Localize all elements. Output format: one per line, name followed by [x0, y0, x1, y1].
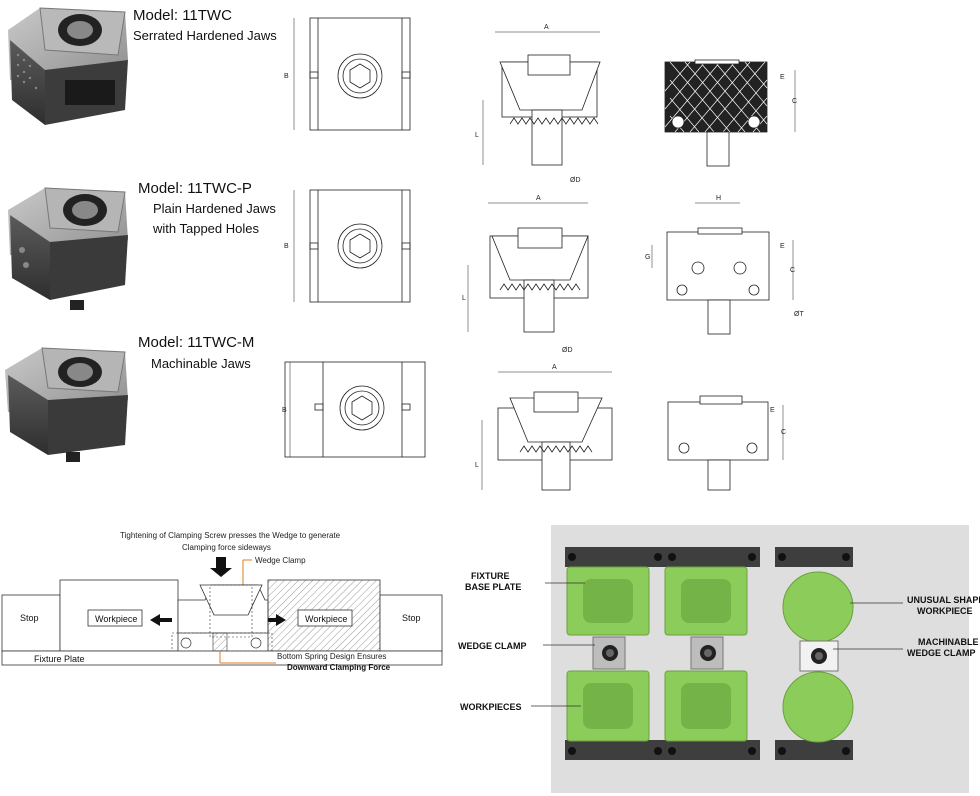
dim-a-1: A	[544, 24, 549, 31]
product-photos	[5, 7, 128, 462]
model-title-1: Model: 11TWC	[133, 7, 232, 24]
dim-b-1: B	[284, 73, 289, 80]
dim-e-1: E	[780, 74, 785, 81]
dim-t-2: ØT	[794, 311, 804, 318]
dim-l-2: L	[462, 295, 466, 302]
side-view-11twc-m: C E	[667, 395, 786, 491]
stop-right-label: Stop	[402, 613, 421, 623]
top-view-11twc: B	[284, 17, 411, 131]
stop-right	[379, 594, 443, 652]
front-view-11twc-m: A L ØD	[475, 364, 613, 491]
clamp-photo-11twc-p	[8, 187, 128, 310]
dim-l-1: L	[475, 132, 479, 139]
unusual-workpiece-2	[782, 671, 854, 743]
dim-a-3: A	[552, 364, 557, 371]
fixture-photo: FIXTURE BASE PLATE WEDGE CLAMP WORKPIECE…	[458, 525, 980, 793]
fixture-label-1: FIXTURE	[471, 571, 510, 581]
side-view-11twc-p: H G C E ØT	[645, 195, 804, 335]
model-desc-2a: Plain Hardened Jaws	[153, 201, 276, 216]
left-arrow-icon	[150, 614, 160, 626]
wedge-clamp-photo-label: WEDGE CLAMP	[458, 641, 527, 651]
dim-c-1: C	[792, 98, 797, 105]
stop-left-label: Stop	[20, 613, 39, 623]
unusual-label-2: WORKPIECE	[917, 606, 973, 616]
top-view-11twc-m: B	[282, 361, 426, 458]
dim-e-2: E	[780, 243, 785, 250]
spring-note-1: Bottom Spring Design Ensures	[277, 652, 387, 661]
wedge-clamp-label: Wedge Clamp	[255, 556, 306, 565]
machinable-label-1: MACHINABLE	[918, 637, 979, 647]
dim-c-2: C	[790, 267, 795, 274]
top-view-11twc-p: B	[284, 189, 411, 303]
workpiece-right-label: Workpiece	[305, 614, 347, 624]
dim-d-2: ØD	[562, 347, 573, 354]
diagram-caption-1: Tightening of Clamping Screw presses the…	[120, 531, 341, 540]
dim-b-3: B	[282, 407, 287, 414]
dim-l-3: L	[475, 462, 479, 469]
model-desc-2b: with Tapped Holes	[153, 221, 259, 236]
dim-h-2: H	[716, 195, 721, 202]
dim-d-1: ØD	[570, 177, 581, 184]
down-arrow-icon	[210, 557, 232, 577]
clamping-diagram: Tightening of Clamping Screw presses the…	[1, 531, 443, 666]
workpiece-left-label: Workpiece	[95, 614, 137, 624]
fixture-plate-label: Fixture Plate	[34, 654, 85, 664]
dim-e-3: E	[770, 407, 775, 414]
spring-note-2: Downward Clamping Force	[287, 663, 391, 672]
clamp-photo-11twc-m	[5, 347, 128, 462]
machinable-label-2: WEDGE CLAMP	[907, 648, 976, 658]
unusual-label-1: UNUSUAL SHAPE	[907, 595, 980, 605]
front-view-11twc: A L ØD	[475, 24, 601, 184]
dim-g-2: G	[645, 254, 650, 261]
stop-left	[1, 594, 61, 652]
clamp-photo-11twc	[8, 7, 128, 125]
fixture-plate	[1, 650, 443, 666]
fixture-label-2: BASE PLATE	[465, 582, 521, 592]
diagram-caption-2: Clamping force sideways	[182, 543, 271, 552]
dim-c-3: C	[781, 429, 786, 436]
right-arrow-icon	[276, 614, 286, 626]
model-title-2: Model: 11TWC-P	[138, 180, 252, 197]
wedge-clamps-photo	[592, 636, 839, 672]
front-view-11twc-p: A L ØD	[462, 195, 589, 354]
model-desc-3: Machinable Jaws	[151, 356, 251, 371]
side-view-11twc: C E	[664, 59, 797, 167]
model-desc-1: Serrated Hardened Jaws	[133, 28, 277, 43]
dim-a-2: A	[536, 195, 541, 202]
model-title-3: Model: 11TWC-M	[138, 334, 255, 351]
workpieces-label: WORKPIECES	[460, 702, 522, 712]
unusual-workpiece-1	[782, 571, 854, 643]
technical-drawings: B A L ØD C E B A	[282, 17, 804, 491]
dim-b-2: B	[284, 243, 289, 250]
